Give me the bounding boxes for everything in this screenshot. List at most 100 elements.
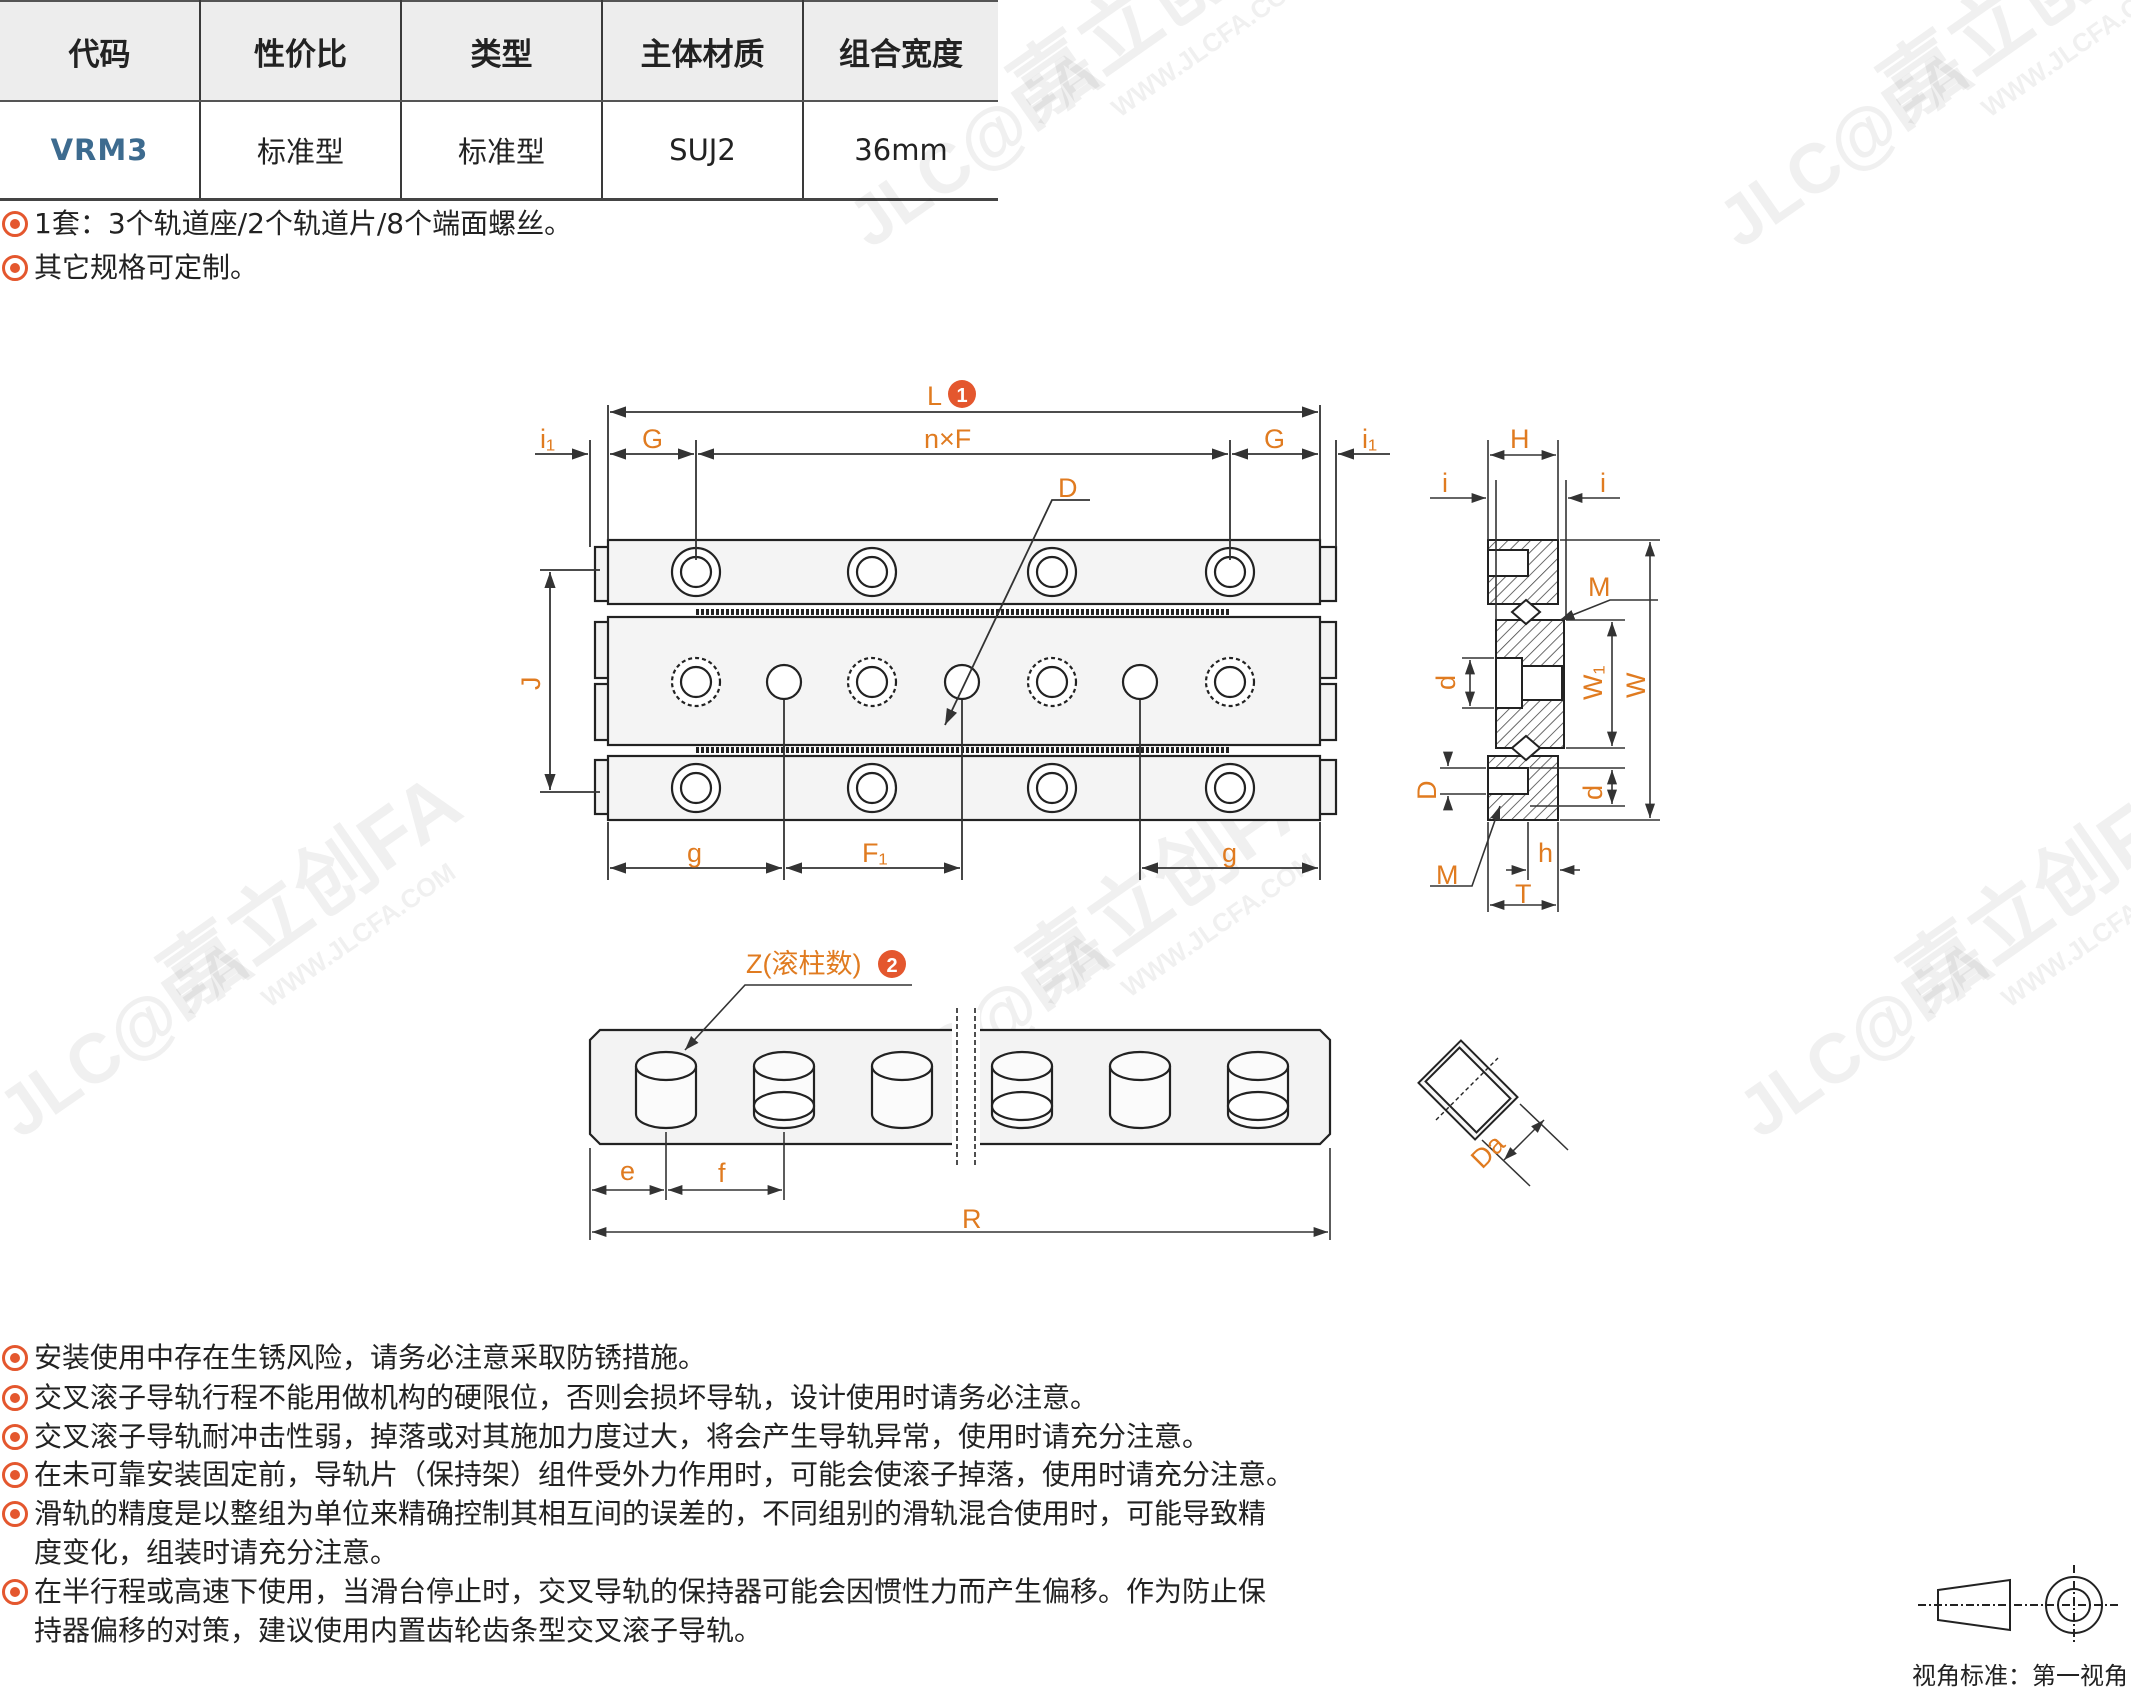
roller-top xyxy=(990,1050,1054,1082)
note-text: 在未可靠安装固定前，导轨片（保持架）组件受外力作用时，可能会使滚子掉落，使用时请… xyxy=(34,1458,1295,1491)
label-h: h xyxy=(1538,838,1553,868)
bullet-icon xyxy=(2,255,28,281)
label-i-left: i xyxy=(1442,468,1448,498)
label-D: D xyxy=(1058,473,1078,503)
header-width: 组合宽度 xyxy=(803,0,998,102)
spec-table: 代码 性价比 类型 主体材质 组合宽度 VRM3 标准型 标准型 SUJ2 36… xyxy=(0,0,998,201)
label-H: H xyxy=(1510,424,1530,454)
plan-labels: L 1 i₁ G n×F G i₁ D J g F₁ g xyxy=(516,380,1377,868)
note-marker-2 xyxy=(878,950,906,978)
counterbore-inner xyxy=(1035,771,1069,805)
note-text: 交叉滚子导轨行程不能用做机构的硬限位，否则会损坏导轨，设计使用时请务必注意。 xyxy=(34,1381,1099,1414)
counterbore-inner xyxy=(1213,555,1247,589)
tapped-hole xyxy=(1213,665,1247,699)
label-G-right: G xyxy=(1264,424,1285,454)
usage-note: 在半行程或高速下使用，当滑台停止时，交叉导轨的保持器可能会因惯性力而产生偏移。作… xyxy=(0,1572,1266,1650)
label-nF: n×F xyxy=(924,424,971,454)
bullet-icon xyxy=(2,1462,28,1488)
roller xyxy=(990,1050,1054,1130)
note-marker-1-text: 1 xyxy=(956,385,967,407)
cell-material: SUJ2 xyxy=(602,101,804,201)
note-text: 在半行程或高速下使用，当滑台停止时，交叉导轨的保持器可能会因惯性力而产生偏移。作… xyxy=(34,1575,1267,1608)
cell-type: 标准型 xyxy=(401,101,603,201)
roller-bottom xyxy=(752,1090,816,1122)
roller xyxy=(870,1050,934,1130)
cage-labels: Z(滚柱数) 2 e f R xyxy=(620,949,982,1234)
label-d-middle: d xyxy=(1431,675,1461,690)
bullet-icon xyxy=(2,1385,28,1411)
cell-code: VRM3 xyxy=(0,101,201,201)
note-text-continued: 持器偏移的对策，建议使用内置齿轮齿条型交叉滚子导轨。 xyxy=(34,1614,763,1647)
header-cost-performance: 性价比 xyxy=(200,0,402,102)
note-marker-2-text: 2 xyxy=(886,955,897,977)
roller xyxy=(752,1050,816,1130)
counterbore-inner xyxy=(679,555,713,589)
label-W1: W₁ xyxy=(1578,665,1608,700)
header-code: 代码 xyxy=(0,0,201,102)
tapped-hole xyxy=(679,665,713,699)
label-W: W xyxy=(1621,672,1651,698)
label-L: L xyxy=(927,381,942,411)
side-labels: H i i M d W₁ W D d M h T xyxy=(1412,424,1651,909)
roller xyxy=(1108,1050,1172,1130)
label-i1-left: i₁ xyxy=(540,424,555,454)
roller-top xyxy=(870,1050,934,1082)
bullet-icon xyxy=(2,1501,28,1527)
roller xyxy=(634,1050,698,1130)
label-i1-right: i₁ xyxy=(1362,424,1377,454)
counterbore-inner xyxy=(1035,555,1069,589)
bullet-icon xyxy=(2,1424,28,1450)
rollers xyxy=(634,1050,1290,1130)
roller-top xyxy=(1226,1050,1290,1082)
header-type: 类型 xyxy=(401,0,603,102)
roller-bottom xyxy=(990,1090,1054,1122)
roller-top xyxy=(634,1050,698,1082)
roller-top xyxy=(1108,1050,1172,1082)
cell-cost-performance: 标准型 xyxy=(200,101,402,201)
through-hole xyxy=(1121,663,1159,701)
header-material: 主体材质 xyxy=(602,0,804,102)
label-F1: F₁ xyxy=(862,838,888,868)
usage-note: 滑轨的精度是以整组为单位来精确控制其相互间的误差的，不同组别的滑轨混合使用时，可… xyxy=(0,1494,1266,1572)
table-header-row: 代码 性价比 类型 主体材质 组合宽度 xyxy=(0,0,998,102)
usage-note: 安装使用中存在生锈风险，请务必注意采取防锈措施。 xyxy=(0,1338,706,1377)
label-M-top: M xyxy=(1588,572,1611,602)
roller-detail xyxy=(1417,1039,1569,1187)
label-M-bottom: M xyxy=(1436,860,1459,890)
tapped-hole xyxy=(855,665,889,699)
bullet-icon xyxy=(2,211,28,237)
note-set-contents: 1套：3个轨道座/2个轨道片/8个端面螺丝。 xyxy=(0,204,572,244)
mounting-holes xyxy=(670,546,1256,814)
label-d-bottom: d xyxy=(1578,785,1608,800)
bullet-icon xyxy=(2,1579,28,1605)
roller-body xyxy=(1108,1066,1172,1130)
label-g-left: g xyxy=(687,838,702,868)
label-Z: Z(滚柱数) xyxy=(746,949,861,979)
first-angle-projection-icon xyxy=(1918,1565,2118,1645)
cell-width: 36mm xyxy=(803,101,998,201)
roller-bottom xyxy=(1226,1090,1290,1122)
usage-note: 交叉滚子导轨耐冲击性弱，掉落或对其施加力度过大，将会产生导轨异常，使用时请充分注… xyxy=(0,1417,1210,1456)
roller-top xyxy=(752,1050,816,1082)
label-e: e xyxy=(620,1156,635,1186)
plan-view xyxy=(593,538,1338,822)
label-T: T xyxy=(1515,879,1532,909)
note-marker-1 xyxy=(948,380,976,408)
bullet-icon xyxy=(2,1345,28,1371)
usage-note: 交叉滚子导轨行程不能用做机构的硬限位，否则会损坏导轨，设计使用时请务必注意。 xyxy=(0,1378,1098,1417)
side-dimensions xyxy=(1430,440,1660,912)
table-row: VRM3 标准型 标准型 SUJ2 36mm xyxy=(0,101,998,201)
note-text-continued: 度变化，组装时请充分注意。 xyxy=(34,1536,399,1569)
counterbore-inner xyxy=(1213,771,1247,805)
label-R: R xyxy=(962,1204,982,1234)
counterbore-inner xyxy=(679,771,713,805)
cage-dimensions xyxy=(589,984,1331,1240)
roller-body xyxy=(634,1066,698,1130)
label-D-side: D xyxy=(1412,781,1442,801)
note-text: 交叉滚子导轨耐冲击性弱，掉落或对其施加力度过大，将会产生导轨异常，使用时请充分注… xyxy=(34,1420,1211,1453)
label-g-right: g xyxy=(1222,838,1237,868)
note-text: 安装使用中存在生锈风险，请务必注意采取防锈措施。 xyxy=(34,1341,707,1374)
through-hole xyxy=(765,663,803,701)
tapped-hole xyxy=(1035,665,1069,699)
